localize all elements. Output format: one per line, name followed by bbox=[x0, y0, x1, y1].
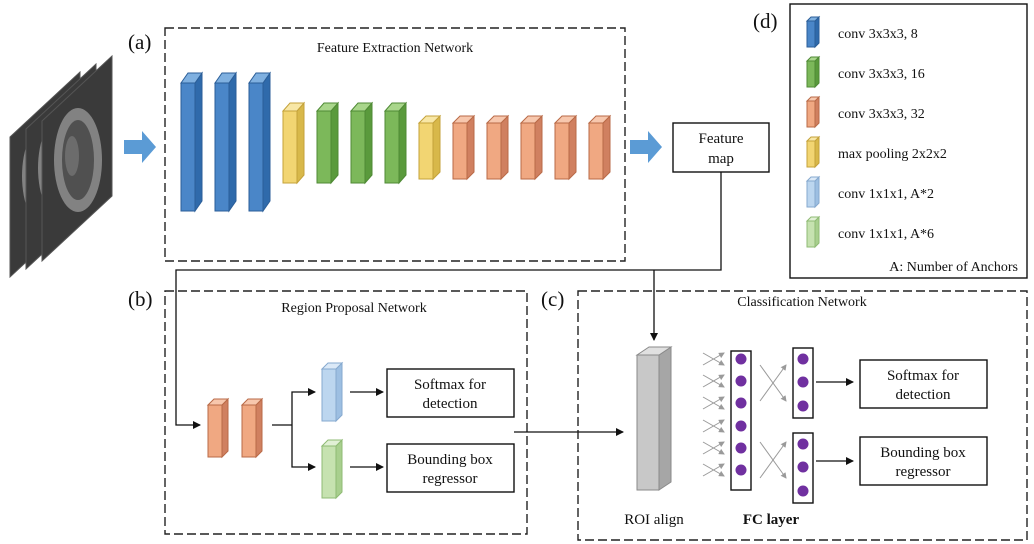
panel-d-tag: (d) bbox=[753, 9, 778, 33]
panel-c-tag: (c) bbox=[541, 287, 564, 311]
roi-align-block bbox=[635, 346, 673, 491]
rpn-softmax-label-2: detection bbox=[423, 396, 478, 412]
legend-label: conv 3x3x3, 16 bbox=[838, 67, 925, 82]
conv-layer-orange bbox=[451, 114, 476, 181]
conv-layer-green bbox=[383, 101, 408, 185]
legend-swatch-orange bbox=[805, 95, 821, 129]
rpn-bbox-label-2: regressor bbox=[423, 471, 478, 487]
legend-swatch-lightgreen bbox=[805, 215, 821, 249]
feature-map-arrow bbox=[630, 131, 662, 163]
legend-swatch-lightblue bbox=[805, 175, 821, 209]
conv-layer-orange bbox=[553, 114, 578, 181]
cls-bbox-box bbox=[859, 436, 988, 486]
fc-neuron bbox=[735, 375, 747, 387]
feature-map-label-1: Feature bbox=[699, 131, 744, 147]
conv-layer-blue bbox=[180, 71, 203, 213]
legend-label: conv 3x3x3, 32 bbox=[838, 107, 925, 122]
conv-layer-blue bbox=[214, 71, 237, 213]
fc-neuron bbox=[797, 376, 809, 388]
conv-layer-yellow bbox=[417, 114, 442, 181]
legend-label: conv 1x1x1, A*6 bbox=[838, 227, 934, 242]
legend-items: conv 3x3x3, 8 conv 3x3x3, 16 conv 3x3x3, 3… bbox=[805, 15, 947, 249]
fc-layer-1-neurons bbox=[735, 353, 747, 476]
conv-layer-green bbox=[349, 101, 374, 185]
classification-title: Classification Network bbox=[737, 295, 866, 310]
ct-input-stack bbox=[9, 54, 113, 279]
fc-neuron bbox=[797, 438, 809, 450]
conv-layer-orange bbox=[519, 114, 544, 181]
fc-neuron bbox=[735, 442, 747, 454]
cls-softmax-label-1: Softmax for bbox=[887, 368, 959, 384]
rpn-bbox-label-1: Bounding box bbox=[407, 452, 493, 468]
rpn-bbox-box bbox=[386, 443, 515, 493]
panel-b-tag: (b) bbox=[128, 287, 153, 311]
rpn-branch-up bbox=[291, 388, 316, 425]
rpn-softmax-box bbox=[386, 368, 515, 418]
legend-label: max pooling 2x2x2 bbox=[838, 147, 947, 162]
cls-bbox-label-2: regressor bbox=[896, 464, 951, 480]
fc-cross-connections bbox=[759, 364, 787, 479]
rpn-conv-reg bbox=[320, 438, 344, 500]
rpn-branch-down bbox=[291, 425, 316, 471]
feature-map-label-2: map bbox=[708, 151, 734, 167]
legend-swatch-green bbox=[805, 55, 821, 89]
rpn-layers bbox=[206, 361, 344, 500]
fc-neuron bbox=[797, 485, 809, 497]
roi-fc-connections bbox=[702, 352, 725, 477]
cls-softmax-box bbox=[859, 359, 988, 409]
rpn-conv-cls bbox=[320, 361, 344, 423]
input-arrow bbox=[124, 131, 156, 163]
rpn-conv-32 bbox=[206, 397, 230, 459]
roi-align-slab bbox=[635, 346, 673, 491]
roi-align-label: ROI align bbox=[624, 512, 684, 528]
fc-neuron bbox=[797, 461, 809, 473]
cls-softmax-label-2: detection bbox=[896, 387, 951, 403]
conv-layer-yellow bbox=[281, 101, 306, 185]
fc-neuron bbox=[735, 397, 747, 409]
legend-box bbox=[789, 3, 1028, 279]
rpn-conv-32 bbox=[240, 397, 264, 459]
feature-extraction-layers bbox=[180, 71, 612, 213]
fc-neuron bbox=[797, 353, 809, 365]
conv-layer-blue bbox=[248, 71, 271, 213]
conv-layer-orange bbox=[587, 114, 612, 181]
region-proposal-panel bbox=[164, 290, 528, 535]
feature-extraction-title: Feature Extraction Network bbox=[317, 41, 473, 56]
classification-panel bbox=[577, 290, 1028, 541]
panel-a-tag: (a) bbox=[128, 30, 151, 54]
legend-label: conv 1x1x1, A*2 bbox=[838, 187, 934, 202]
conv-layer-green bbox=[315, 101, 340, 185]
legend-swatch-blue bbox=[805, 15, 821, 49]
region-proposal-title: Region Proposal Network bbox=[281, 301, 426, 316]
fc-neuron bbox=[735, 420, 747, 432]
ct-slice bbox=[41, 54, 113, 263]
connector-to-rpn bbox=[175, 172, 722, 429]
conv-layer-orange bbox=[485, 114, 510, 181]
rpn-softmax-label-1: Softmax for bbox=[414, 377, 486, 393]
fc-neuron bbox=[797, 400, 809, 412]
fc-layer-2-neurons bbox=[797, 353, 809, 497]
fc-neuron bbox=[735, 464, 747, 476]
fc-neuron bbox=[735, 353, 747, 365]
feature-extraction-panel bbox=[164, 27, 626, 262]
legend-label: conv 3x3x3, 8 bbox=[838, 27, 918, 42]
feature-map-box bbox=[672, 122, 770, 173]
legend-note: A: Number of Anchors bbox=[889, 260, 1018, 275]
cls-bbox-label-1: Bounding box bbox=[880, 445, 966, 461]
fc-layer-label: FC layer bbox=[743, 512, 800, 528]
legend-swatch-yellow bbox=[805, 135, 821, 169]
